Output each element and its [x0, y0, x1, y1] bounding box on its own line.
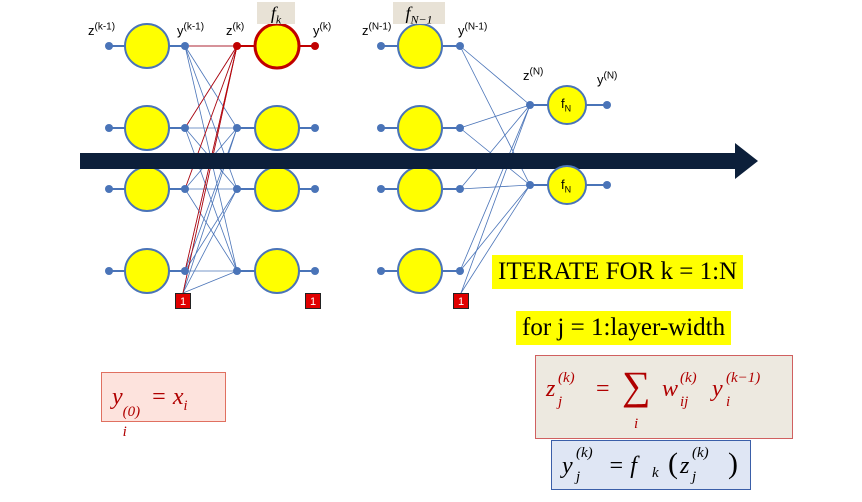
output-neuron-2-out-dot: [603, 181, 611, 189]
output-neuron-label-1: fN: [561, 96, 572, 114]
neuron-layer-n-minus-1-1: [397, 23, 443, 69]
neuron-layer-k-3-in-dot: [233, 185, 241, 193]
neuron-layer-n-minus-1-4-in-dot: [377, 267, 385, 275]
connection-edges: [182, 45, 531, 294]
neuron-layer-k-2-in-dot: [233, 124, 241, 132]
neuron-layer-k-4: [254, 248, 300, 294]
neuron-layer-k-minus-1-1-out-dot: [181, 42, 189, 50]
bias-node-1: 1: [175, 293, 191, 309]
function-header-fk: fk: [257, 2, 295, 27]
neuron-layer-n-minus-1-2-in-dot: [377, 124, 385, 132]
label-y-n: y(N): [597, 70, 618, 87]
edge: [459, 184, 531, 272]
label-y-k-minus-1: y(k-1): [177, 21, 205, 38]
neuron-layer-n-minus-1-3-in-dot: [377, 185, 385, 193]
neuron-layer-n-minus-1-2-out-dot: [456, 124, 464, 132]
label-z-k-minus-1: z(k-1): [88, 21, 116, 38]
neuron-layer-n-minus-1-3-out-dot: [456, 185, 464, 193]
bias-node-3: 1: [453, 293, 469, 309]
iterate-label: ITERATE FOR k = 1:N: [492, 255, 744, 289]
neuron-layer-k-2-out-dot: [311, 124, 319, 132]
neuron-layer-k-1-in-dot: [233, 42, 241, 50]
neuron-layer-n-minus-1-1-out-dot: [456, 42, 464, 50]
neuron-layer-k-minus-1-2-out-dot: [181, 124, 189, 132]
neuron-layer-k-3: [254, 166, 300, 212]
bias-node-2: 1: [305, 293, 321, 309]
edge: [184, 188, 238, 272]
edge: [459, 184, 531, 190]
sum-equation: z (k) j = ∑ i w (k) ij y (k−1) i: [535, 355, 793, 439]
neuron-layer-k-4-out-dot: [311, 267, 319, 275]
neuron-layer-k-minus-1-4-in-dot: [105, 267, 113, 275]
output-neuron-2: [547, 165, 587, 205]
output-neuron-2-in-dot: [526, 181, 534, 189]
edge: [459, 104, 531, 129]
edge: [460, 184, 531, 294]
neuron-layer-k-minus-1-2-in-dot: [105, 124, 113, 132]
neuron-layer-n-minus-1-3: [397, 166, 443, 212]
highlight-edge: [182, 45, 238, 294]
neuron-nodes: [105, 22, 464, 294]
neuron-layer-n-minus-1-4-out-dot: [456, 267, 464, 275]
edge: [459, 104, 531, 272]
edge: [460, 104, 531, 294]
neuron-layer-k-minus-1-1: [124, 23, 170, 69]
highlight-edge: [184, 45, 238, 129]
label-y-n-minus-1: y(N-1): [458, 21, 488, 38]
output-neuron-label-2: fN: [561, 177, 572, 195]
label-z-k: z(k): [226, 21, 245, 38]
neuron-layer-k-3-out-dot: [311, 185, 319, 193]
edge: [184, 127, 238, 272]
output-neuron-nodes: [526, 85, 611, 205]
neuron-layer-n-minus-1-1-in-dot: [377, 42, 385, 50]
neuron-layer-k-1-out-dot: [311, 42, 319, 50]
edge: [182, 188, 238, 294]
output-neuron-1: [547, 85, 587, 125]
function-header-fn-minus-1: fN−1: [393, 2, 445, 27]
label-z-n-minus-1: z(N-1): [362, 21, 392, 38]
neuron-layer-k-minus-1-1-in-dot: [105, 42, 113, 50]
edge: [459, 45, 531, 106]
neuron-layer-n-minus-1-2: [397, 105, 443, 151]
neuron-layer-k-minus-1-3-out-dot: [181, 185, 189, 193]
neuron-layer-k-4-in-dot: [233, 267, 241, 275]
neuron-layer-k-minus-1-2: [124, 105, 170, 151]
neuron-layer-k-minus-1-3-in-dot: [105, 185, 113, 193]
neuron-layer-n-minus-1-4: [397, 248, 443, 294]
label-z-n: z(N): [523, 66, 544, 83]
neuron-layer-k-minus-1-4: [124, 248, 170, 294]
iteration-arrow: [80, 143, 758, 179]
neuron-layer-k-2: [254, 105, 300, 151]
init-equation: y (0) i = xi: [101, 372, 226, 440]
label-y-k: y(k): [313, 21, 332, 38]
edge: [182, 270, 238, 294]
for-j-label: for j = 1:layer-width: [516, 311, 732, 345]
neuron-layer-k-1: [253, 22, 301, 70]
activation-equation: y (k) j = f k ( z (k) j ): [551, 440, 751, 490]
edge: [459, 104, 531, 190]
output-neuron-1-out-dot: [603, 101, 611, 109]
neuron-layer-k-minus-1-3: [124, 166, 170, 212]
neuron-layer-k-minus-1-4-out-dot: [181, 267, 189, 275]
output-neuron-1-in-dot: [526, 101, 534, 109]
